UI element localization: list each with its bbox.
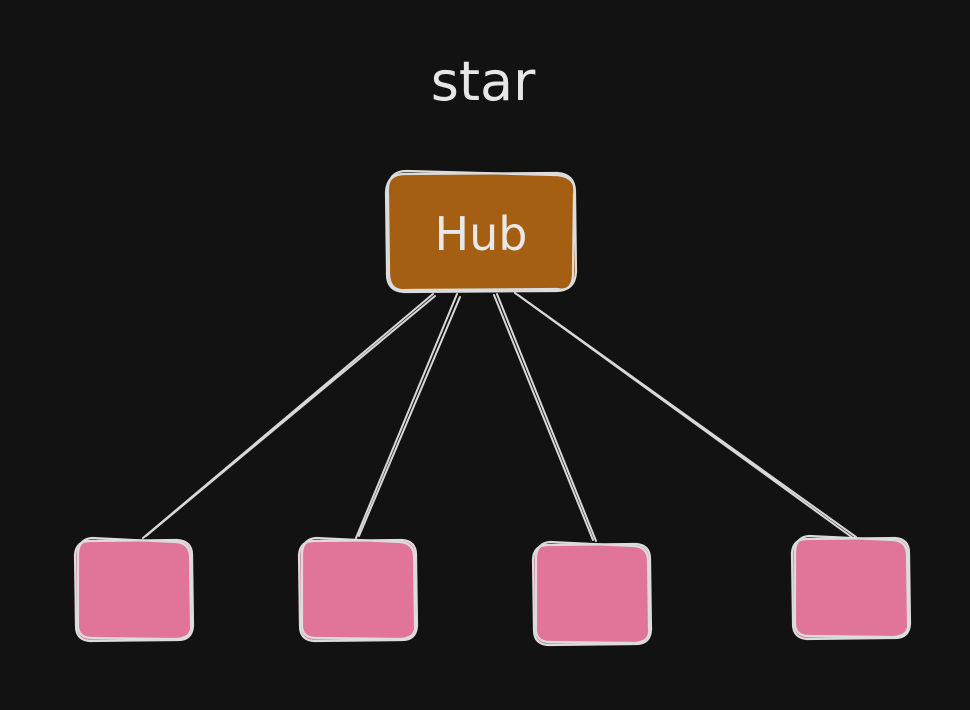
edge-hub-leaf-4[interactable] <box>514 292 857 539</box>
hub-node[interactable]: Hub <box>384 169 578 294</box>
leaf-node-1[interactable] <box>73 536 195 643</box>
leaf-4-outline <box>790 536 912 641</box>
hub-outline-sketch <box>386 169 576 292</box>
leaf-2-outline <box>297 538 419 643</box>
diagram-title: star <box>431 50 536 113</box>
leaf-1-shape <box>76 540 192 640</box>
leaf-1-outline-sketch <box>76 536 193 641</box>
leaf-2-outline-sketch <box>300 536 417 641</box>
leaf-3-outline <box>531 542 653 647</box>
leaf-node-2[interactable] <box>297 536 419 643</box>
leaf-4-outline-sketch <box>793 534 910 639</box>
edge-hub-leaf-2[interactable] <box>355 293 461 539</box>
leaf-4-shape <box>793 538 909 638</box>
leaf-3-shape <box>534 544 650 644</box>
leaf-2-shape <box>300 540 416 640</box>
edge-hub-leaf-1[interactable] <box>142 293 436 539</box>
edges <box>142 292 857 542</box>
hub-label: Hub <box>435 207 528 261</box>
leaf-3-outline-sketch <box>534 540 651 645</box>
edge-hub-leaf-3[interactable] <box>493 293 597 542</box>
leaf-node-3[interactable] <box>531 540 653 647</box>
leaf-1-outline <box>73 538 195 643</box>
hub-shape <box>387 173 575 291</box>
leaf-node-4[interactable] <box>790 534 912 641</box>
